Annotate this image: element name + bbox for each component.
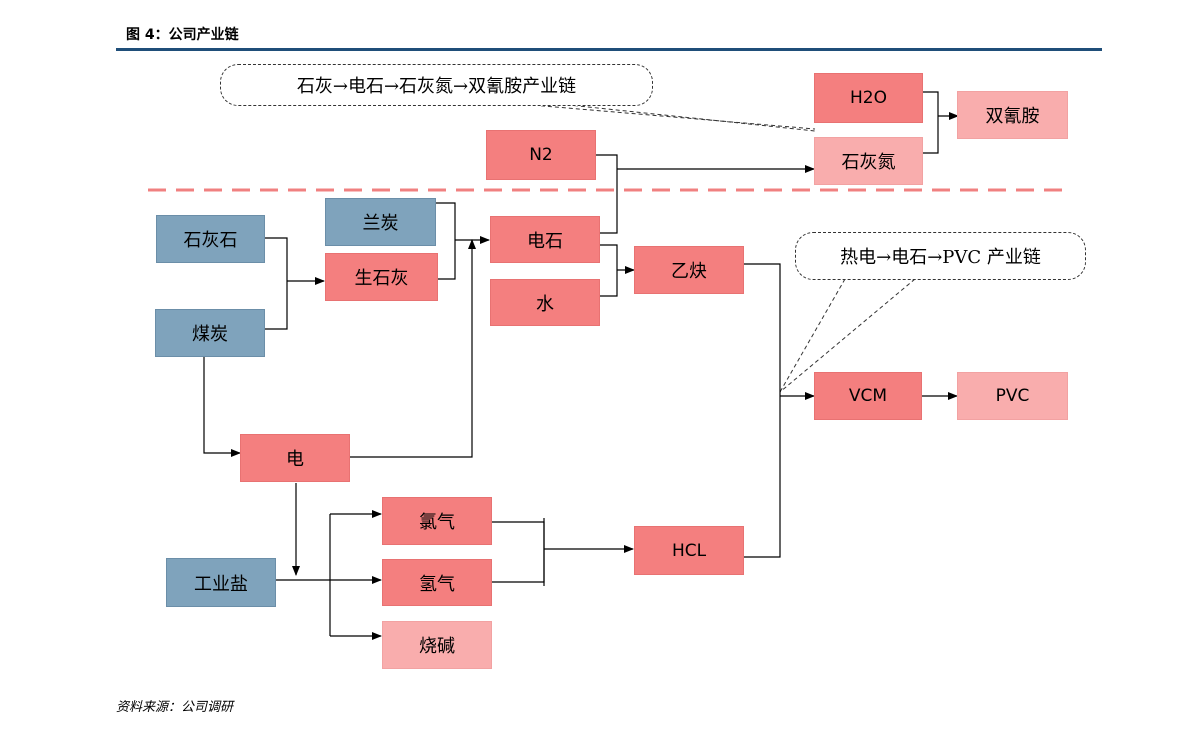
callout-lower: 热电→电石→PVC 产业链 — [795, 232, 1086, 280]
node-lantan: 兰炭 — [325, 198, 436, 246]
node-h2o: H2O — [814, 73, 923, 123]
node-vcm: VCM — [814, 372, 922, 420]
node-yique: 乙炔 — [634, 246, 744, 294]
connector-luqi-qingqi — [492, 521, 545, 583]
callout-upper-pointer — [559, 103, 816, 132]
node-luqi: 氯气 — [382, 497, 492, 545]
node-gongyeyan: 工业盐 — [166, 558, 276, 607]
node-shihuishi: 石灰石 — [156, 215, 265, 263]
node-shui: 水 — [490, 279, 600, 326]
node-hcl: HCL — [634, 526, 744, 575]
node-meitan: 煤炭 — [155, 309, 265, 357]
figure-title: 图 4：公司产业链 — [126, 27, 239, 43]
callout-upper: 石灰→电石→石灰氮→双氰胺产业链 — [220, 64, 653, 106]
node-dianshi: 电石 — [490, 216, 600, 263]
connector-lantan — [436, 202, 456, 280]
node-qingqi: 氢气 — [382, 559, 492, 606]
callout-upper-pointer — [519, 103, 816, 130]
node-dian: 电 — [240, 434, 350, 482]
node-pvc: PVC — [957, 372, 1068, 420]
arrow-dian-to-dianshi — [349, 239, 476, 458]
node-n2: N2 — [486, 130, 596, 180]
callout-lower-pointer — [779, 278, 846, 393]
connector-shihuishi — [265, 237, 288, 330]
title-rule — [116, 48, 1102, 51]
node-shaojian: 烧碱 — [382, 621, 492, 669]
connector-yique-hcl — [744, 263, 781, 558]
connector-dianshi-shui — [600, 244, 618, 297]
node-shengshihui: 生石灰 — [325, 253, 438, 301]
arrow-meitan-to-dian — [203, 357, 241, 457]
node-shuangqingan: 双氰胺 — [957, 91, 1068, 139]
callout-lower-pointer — [779, 278, 916, 393]
connector-h2o — [923, 91, 939, 154]
connector-n2 — [596, 154, 618, 234]
source-note: 资料来源：公司调研 — [116, 700, 234, 715]
node-shihuidan: 石灰氮 — [814, 137, 923, 185]
